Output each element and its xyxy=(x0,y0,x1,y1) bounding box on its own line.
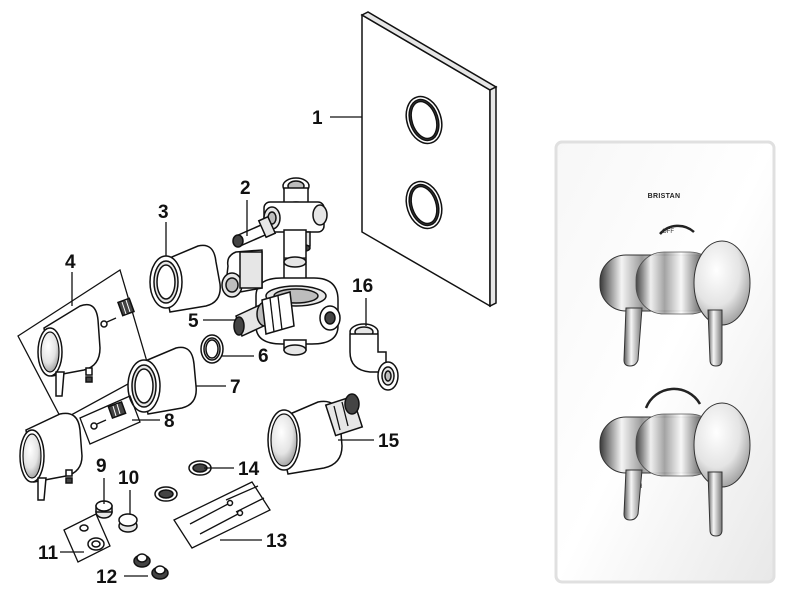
part-11-seal-kit xyxy=(63,513,111,563)
part-10-cap xyxy=(118,513,138,533)
callout-5: 5 xyxy=(188,311,199,332)
callout-9: 9 xyxy=(96,456,107,477)
callout-15: 15 xyxy=(378,431,400,452)
callout-numbers: 1 2 3 4 5 6 7 8 9 10 11 12 13 14 15 16 xyxy=(38,108,400,588)
part-14-seal-discs xyxy=(154,460,212,502)
callout-4: 4 xyxy=(65,252,76,273)
callout-14: 14 xyxy=(238,459,260,480)
callout-11: 11 xyxy=(38,543,59,564)
off-label: OFF xyxy=(662,229,674,235)
part-1-faceplate xyxy=(360,11,498,308)
callout-10: 10 xyxy=(118,468,139,489)
callout-1: 1 xyxy=(312,108,323,129)
callout-6: 6 xyxy=(258,346,269,367)
callout-8: 8 xyxy=(164,411,175,432)
part-7-shroud-sleeve xyxy=(127,346,197,415)
flow-control-knob: OFF xyxy=(599,224,751,367)
part-16-elbow-fitting xyxy=(349,323,399,391)
part-2-diverter-spindle xyxy=(232,215,277,248)
part-13-rod-kit xyxy=(173,481,271,549)
part-12-check-valves xyxy=(133,553,169,580)
part-8-fixing-kit xyxy=(79,395,141,445)
part-6-seal-ring xyxy=(200,334,224,364)
part-15-diverter-assembly xyxy=(267,393,364,475)
part-5-thermostatic-cartridge xyxy=(233,291,295,338)
callout-16: 16 xyxy=(352,276,373,297)
callout-2: 2 xyxy=(240,178,251,199)
leader-lines xyxy=(60,116,374,577)
callout-13: 13 xyxy=(266,531,287,552)
temperature-control-knob: H xyxy=(599,387,751,537)
brand-logo-text: BRISTAN xyxy=(648,193,681,200)
callout-12: 12 xyxy=(96,567,117,588)
callout-7: 7 xyxy=(230,377,241,398)
part-4-handle-kit xyxy=(17,268,151,421)
callout-3: 3 xyxy=(158,202,169,223)
part-3-shroud-sleeve xyxy=(149,244,221,313)
assembled-shower-valve: BRISTAN OFF H xyxy=(554,140,776,584)
lower-handle xyxy=(19,412,83,501)
